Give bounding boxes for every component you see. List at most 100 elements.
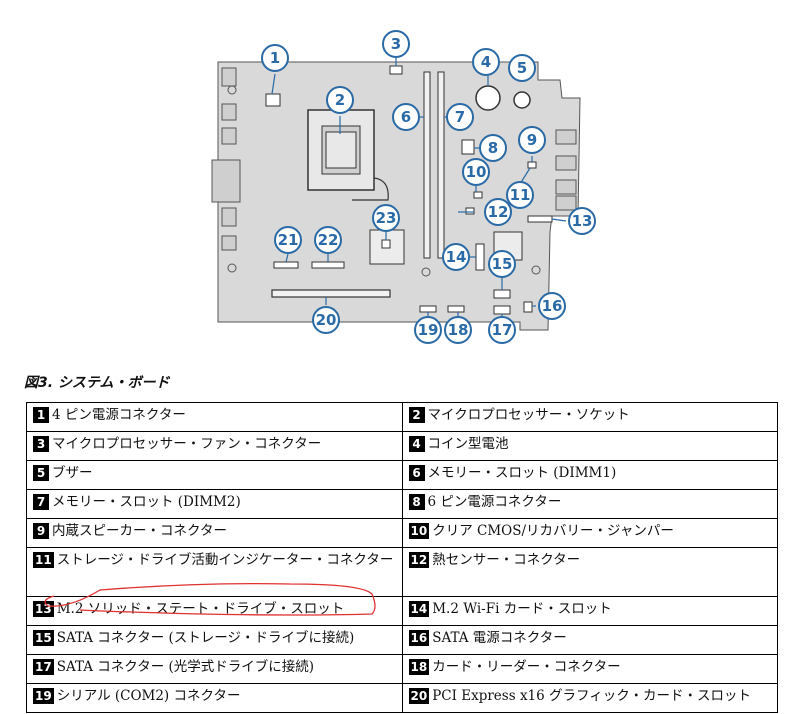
callout-12: 12 [484, 198, 512, 226]
callout-circle [442, 243, 470, 271]
callout-number: 9 [527, 131, 537, 149]
callout-circle [484, 198, 512, 226]
callout-number: 22 [318, 231, 339, 249]
callout-4: 4 [472, 48, 500, 76]
legend-number-badge: 6 [408, 465, 425, 481]
callout-8: 8 [479, 134, 507, 162]
legend-number-badge: 12 [408, 552, 430, 568]
callout-3: 3 [382, 30, 410, 58]
legend-label: SATA コネクター (ストレージ・ドライブに接続) [56, 630, 355, 646]
legend-number-badge: 3 [33, 436, 49, 452]
callout-9: 9 [518, 126, 546, 154]
callout-21: 21 [274, 226, 302, 254]
legend-label: ブザー [52, 465, 93, 481]
legend-number-badge: 18 [408, 659, 430, 675]
legend-label: コイン型電池 [427, 436, 509, 452]
callout-circle [314, 226, 342, 254]
legend-label: メモリー・スロット (DIMM2) [52, 494, 241, 510]
callout-number: 19 [418, 321, 439, 339]
callout-number: 4 [481, 53, 491, 71]
callout-23: 23 [372, 204, 400, 232]
legend-number-badge: 15 [33, 630, 54, 646]
legend-number-badge: 5 [33, 465, 49, 481]
callout-number: 17 [492, 321, 513, 339]
legend-label: M.2 Wi-Fi カード・スロット [432, 601, 612, 617]
callout-19: 19 [414, 316, 442, 344]
callout-number: 10 [466, 163, 487, 181]
callout-circle [568, 207, 596, 235]
legend-label: 6 ピン電源コネクター [427, 494, 562, 510]
callout-circle [488, 250, 516, 278]
callout-circle [372, 204, 400, 232]
callout-circle [446, 103, 474, 131]
legend-number-badge: 2 [408, 407, 425, 423]
callout-circle [312, 306, 340, 334]
callout-15: 15 [488, 250, 516, 278]
legend-label: ストレージ・ドライブ活動インジケーター・コネクター [56, 552, 394, 568]
legend-number-badge: 9 [33, 523, 49, 539]
callout-1: 1 [261, 44, 289, 72]
callout-11: 11 [506, 181, 534, 209]
callout-circle [488, 316, 516, 344]
callout-number: 21 [278, 231, 299, 249]
callout-18: 18 [444, 316, 472, 344]
callout-number: 6 [401, 108, 411, 126]
callout-circle [274, 226, 302, 254]
callout-number: 13 [572, 212, 593, 230]
legend-label: 熱センサー・コネクター [432, 552, 581, 568]
callout-13: 13 [568, 207, 596, 235]
callout-circle [414, 316, 442, 344]
legend-label: PCI Express x16 グラフィック・カード・スロット [432, 688, 751, 704]
callout-number: 8 [488, 139, 498, 157]
legend-label: 4 ピン電源コネクター [52, 407, 186, 423]
callout-number: 12 [488, 203, 509, 221]
callout-circle [472, 48, 500, 76]
callout-7: 7 [446, 103, 474, 131]
callout-circle [518, 126, 546, 154]
callout-number: 15 [492, 255, 513, 273]
callout-20: 20 [312, 306, 340, 334]
callout-16: 16 [538, 292, 566, 320]
legend-number-badge: 17 [33, 659, 54, 675]
legend-number-badge: 16 [408, 630, 430, 646]
callout-17: 17 [488, 316, 516, 344]
legend-number-badge: 10 [408, 523, 430, 539]
legend-label: マイクロプロセッサー・ソケット [427, 407, 630, 423]
callout-circle [261, 44, 289, 72]
legend-label: M.2 ソリッド・ステート・ドライブ・スロット [56, 601, 345, 617]
callout-circle [462, 158, 490, 186]
legend-label: SATA コネクター (光学式ドライブに接続) [56, 659, 315, 675]
callout-5: 5 [508, 54, 536, 82]
legend-label: SATA 電源コネクター [432, 630, 567, 646]
callout-number: 23 [376, 209, 397, 227]
callout-number: 7 [455, 108, 465, 126]
callout-circle [326, 86, 354, 114]
legend-label: 内蔵スピーカー・コネクター [52, 523, 227, 539]
callout-6: 6 [392, 103, 420, 131]
callout-number: 14 [446, 248, 467, 266]
callout-10: 10 [462, 158, 490, 186]
callout-number: 18 [448, 321, 469, 339]
legend-label: クリア CMOS/リカバリー・ジャンパー [432, 523, 674, 539]
callout-22: 22 [314, 226, 342, 254]
callout-circle [538, 292, 566, 320]
